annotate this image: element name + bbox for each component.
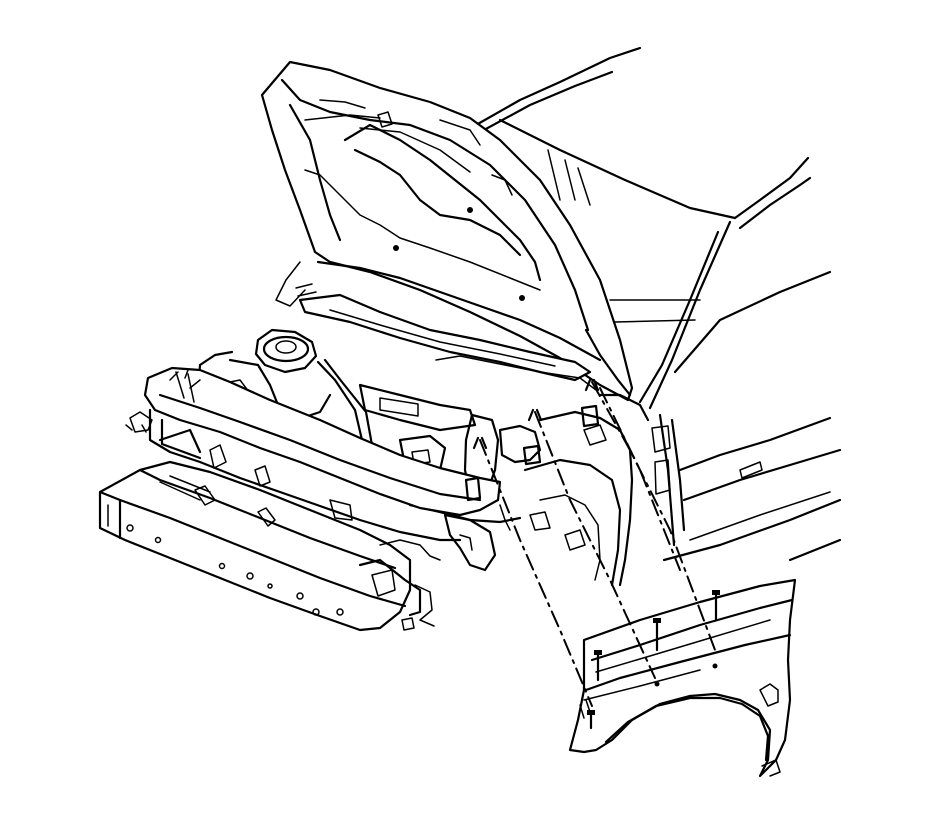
explode-lines: [472, 378, 716, 707]
bolt-4: [587, 710, 595, 730]
bolt-3: [712, 590, 720, 622]
fender-mount-studs: [464, 404, 600, 502]
hood-assembly: [260, 60, 634, 402]
radiator-support: [125, 366, 511, 572]
bolt-1: [594, 650, 602, 682]
fastener-bolts: [587, 590, 720, 730]
cowl-panel: [298, 293, 597, 391]
roof-and-windshield-frame: [474, 46, 832, 410]
front-fender: [568, 578, 797, 778]
bolt-2: [653, 618, 661, 652]
body-side-panel: [651, 413, 842, 562]
bumper-impact-bar: [98, 460, 441, 632]
